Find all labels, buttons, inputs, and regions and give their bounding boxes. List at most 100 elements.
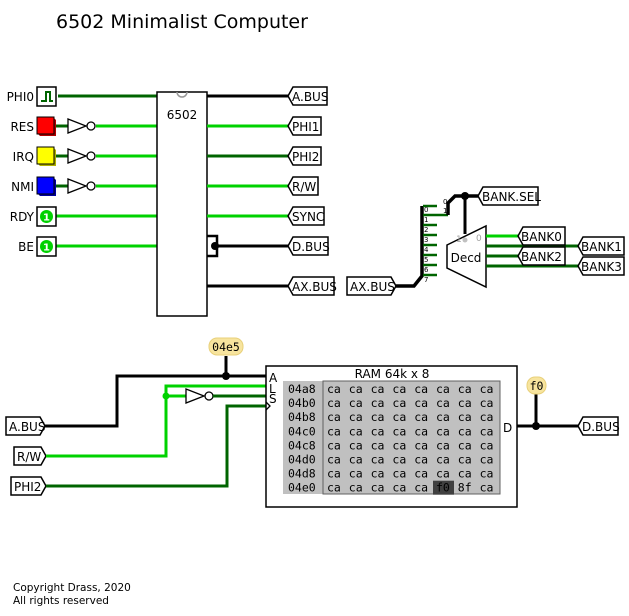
ram-cell[interactable]: ca: [371, 438, 385, 452]
clock-phi0[interactable]: [36, 86, 57, 107]
button-irq[interactable]: [36, 146, 56, 166]
ram-cell[interactable]: ca: [458, 382, 472, 396]
ram-cell[interactable]: ca: [371, 382, 385, 396]
ram-cell[interactable]: ca: [371, 424, 385, 438]
button-res[interactable]: [36, 116, 56, 136]
ram-cell[interactable]: ca: [327, 467, 341, 481]
tunnel-dbus-ram[interactable]: D.BUS: [577, 416, 620, 436]
ram-cell[interactable]: ca: [392, 396, 406, 410]
ram-cell[interactable]: ca: [480, 453, 494, 467]
cpu-6502-chip[interactable]: 6502: [156, 91, 208, 317]
ram-cell[interactable]: ca: [349, 453, 363, 467]
ram-cell[interactable]: ca: [458, 438, 472, 452]
ram-cell[interactable]: ca: [436, 438, 450, 452]
tunnel-axbus[interactable]: AX.BUS: [287, 276, 337, 296]
tunnel-bank-sel-label: BANK.SEL: [482, 190, 541, 204]
tunnel-phi2[interactable]: PHI2: [287, 146, 322, 166]
ram-cell[interactable]: ca: [392, 481, 406, 495]
ram-cell[interactable]: ca: [371, 410, 385, 424]
ram-cell[interactable]: ca: [414, 424, 428, 438]
ram-cell[interactable]: ca: [371, 481, 385, 495]
ram-row-address: 04b8: [288, 410, 316, 424]
tunnel-rw[interactable]: R/W: [287, 176, 319, 196]
ram-cell[interactable]: ca: [414, 382, 428, 396]
tunnel-phi1[interactable]: PHI1: [287, 116, 322, 136]
ram-cell[interactable]: ca: [392, 382, 406, 396]
ram-cell[interactable]: ca: [436, 453, 450, 467]
ram-cell[interactable]: ca: [414, 410, 428, 424]
tunnel-bank3[interactable]: BANK3: [577, 256, 625, 276]
ram-cell[interactable]: ca: [327, 438, 341, 452]
ram-cell[interactable]: ca: [458, 396, 472, 410]
tunnel-bank1[interactable]: BANK1: [577, 236, 625, 256]
ram-row-address: 04e0: [288, 481, 316, 495]
not-gate-rw: [185, 388, 214, 404]
ram-cell[interactable]: ca: [480, 481, 494, 495]
ram-cell[interactable]: 8f: [458, 481, 472, 495]
ram-row-address: 04d0: [288, 453, 316, 467]
ram-cell[interactable]: ca: [436, 467, 450, 481]
ram-cell[interactable]: ca: [436, 396, 450, 410]
ram-cell[interactable]: ca: [480, 438, 494, 452]
tunnel-bank2[interactable]: BANK2: [517, 246, 566, 266]
tunnel-rw-ram-label: R/W: [17, 450, 41, 464]
ram-cell[interactable]: ca: [436, 410, 450, 424]
ram-cell[interactable]: ca: [392, 424, 406, 438]
ram-cell[interactable]: ca: [327, 481, 341, 495]
ram-cell[interactable]: ca: [392, 453, 406, 467]
ram-cell[interactable]: ca: [349, 382, 363, 396]
tunnel-dbus[interactable]: D.BUS: [287, 236, 330, 256]
ram-cell[interactable]: ca: [480, 382, 494, 396]
ram-cell[interactable]: ca: [480, 410, 494, 424]
constant-rdy[interactable]: 1: [36, 206, 57, 227]
ram-cell[interactable]: ca: [371, 453, 385, 467]
tunnel-abus[interactable]: A.BUS: [287, 86, 328, 106]
tunnel-sync[interactable]: SYNC: [287, 206, 325, 226]
ram-cell[interactable]: ca: [436, 424, 450, 438]
ram-cell[interactable]: ca: [327, 424, 341, 438]
ram-cell[interactable]: ca: [327, 410, 341, 424]
ram-cell[interactable]: ca: [458, 424, 472, 438]
ram-cell-selected[interactable]: f0: [436, 481, 450, 495]
ram-cell[interactable]: ca: [392, 438, 406, 452]
ram-cell[interactable]: ca: [392, 467, 406, 481]
ram-cell[interactable]: ca: [458, 453, 472, 467]
ram-cell[interactable]: ca: [371, 396, 385, 410]
ram-cell[interactable]: ca: [414, 453, 428, 467]
cpu-label: 6502: [167, 108, 198, 122]
ram-cell[interactable]: ca: [349, 481, 363, 495]
ram-cell[interactable]: ca: [458, 410, 472, 424]
button-nmi[interactable]: [36, 176, 56, 196]
tunnel-axbus-decoder-label: AX.BUS: [350, 280, 395, 294]
ram-cell[interactable]: ca: [327, 453, 341, 467]
ram-cell[interactable]: ca: [480, 467, 494, 481]
ram-cell[interactable]: ca: [414, 438, 428, 452]
tunnel-axbus-decoder[interactable]: AX.BUS: [346, 276, 397, 296]
decoder-block[interactable]: Decd 1 0: [446, 224, 487, 289]
ram-cell[interactable]: ca: [436, 382, 450, 396]
ram-cell[interactable]: ca: [349, 396, 363, 410]
ram-cell[interactable]: ca: [414, 467, 428, 481]
tunnel-bank0[interactable]: BANK0: [517, 226, 566, 246]
tunnel-phi2-ram[interactable]: PHI2: [10, 476, 47, 496]
ram-cell[interactable]: ca: [392, 410, 406, 424]
tunnel-abus-ram[interactable]: A.BUS: [5, 416, 46, 436]
constant-be[interactable]: 1: [36, 236, 57, 257]
ram-cell[interactable]: ca: [349, 467, 363, 481]
ram-cell[interactable]: ca: [371, 467, 385, 481]
ram-cell[interactable]: ca: [458, 467, 472, 481]
tunnel-bank-sel[interactable]: BANK.SEL: [477, 186, 541, 206]
ram-cell[interactable]: ca: [480, 424, 494, 438]
ram-cell[interactable]: ca: [480, 396, 494, 410]
ram-cell[interactable]: ca: [349, 424, 363, 438]
ram-cell[interactable]: ca: [414, 396, 428, 410]
junction-dot: [532, 422, 540, 430]
ram-cell[interactable]: ca: [349, 410, 363, 424]
ram-cell[interactable]: ca: [327, 396, 341, 410]
ram-cell[interactable]: ca: [349, 438, 363, 452]
ram-cell[interactable]: ca: [414, 481, 428, 495]
tunnel-rw-ram[interactable]: R/W: [13, 446, 47, 466]
ram-cell[interactable]: ca: [327, 382, 341, 396]
